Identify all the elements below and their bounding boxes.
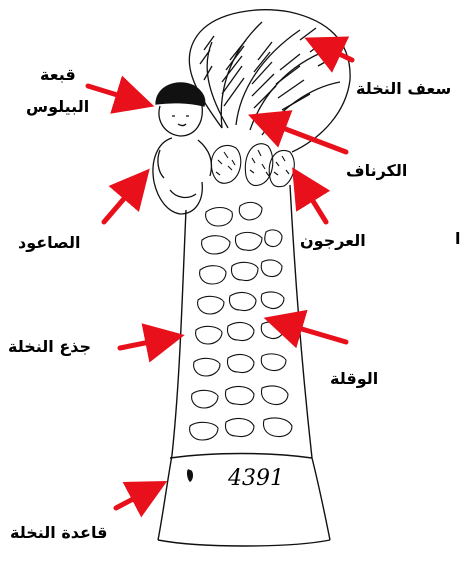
frond-crown (189, 10, 350, 152)
label-cap-line1: قبعة (40, 64, 76, 86)
fruit-clusters (211, 144, 294, 187)
label-base: قاعدة النخلة (10, 522, 107, 544)
climber-body (153, 138, 202, 214)
label-stray-mark: ا (455, 228, 460, 250)
label-trunk: جذع النخلة (8, 336, 91, 358)
climber-figure (153, 83, 212, 214)
arrow-waqla (278, 322, 346, 342)
label-arjun: العرجون (300, 230, 366, 252)
label-climber: الصاعود (18, 232, 80, 254)
arrow-karnaf (262, 120, 346, 152)
arrow-climber (104, 180, 140, 222)
arrow-cap (88, 86, 140, 102)
base-mark (187, 469, 193, 482)
label-karnaf: الكرناف (346, 160, 407, 182)
climber-head (159, 106, 202, 136)
label-cap-line2: البيلوس (26, 96, 89, 118)
label-crown: سعف النخلة (356, 78, 451, 100)
arrow-arjun (300, 180, 326, 222)
specimen-number: 4391 (228, 466, 284, 491)
climber-cap (156, 83, 205, 106)
arrow-base (116, 488, 154, 508)
label-waqla: الوقلة (330, 368, 378, 390)
arrow-trunk (120, 338, 170, 348)
